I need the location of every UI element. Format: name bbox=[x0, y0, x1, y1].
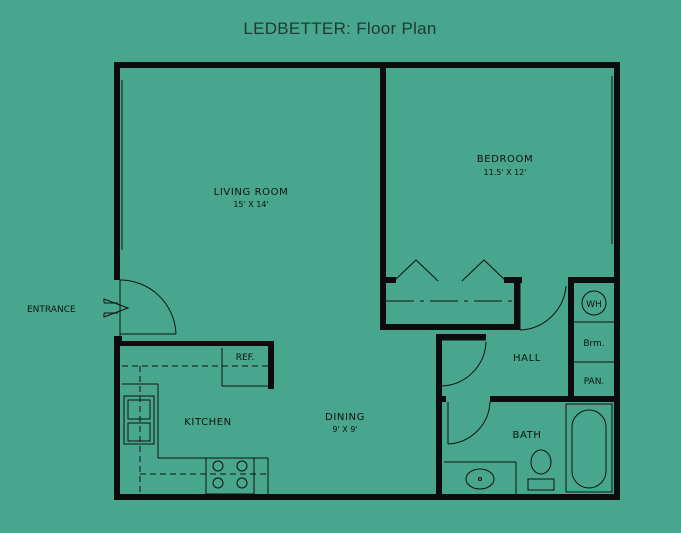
brm-label: Brm. bbox=[583, 339, 604, 349]
sink-icon bbox=[465, 468, 495, 490]
outer-walls bbox=[114, 62, 620, 500]
interior-walls bbox=[114, 62, 620, 500]
kitchen-sink-icon bbox=[123, 395, 155, 445]
wh-label: WH bbox=[586, 300, 602, 310]
toilet-icon bbox=[530, 449, 552, 475]
bedroom-label: BEDROOM bbox=[477, 154, 533, 165]
bath-fixtures bbox=[444, 403, 613, 494]
entrance-arrow-icon bbox=[103, 298, 130, 318]
closet-doors bbox=[386, 259, 514, 302]
pan-label: PAN. bbox=[584, 377, 605, 387]
dining-size: 9' X 9' bbox=[332, 425, 357, 434]
bedroom-door bbox=[519, 282, 567, 331]
entrance-label: ENTRANCE bbox=[27, 305, 76, 315]
water-heater-icon bbox=[581, 290, 607, 316]
entrance-door bbox=[119, 279, 177, 336]
bedroom-size: 11.5' X 12' bbox=[484, 168, 527, 177]
kitchen-label: KITCHEN bbox=[184, 417, 232, 428]
dining-label: DINING bbox=[325, 412, 365, 423]
hall-door bbox=[441, 339, 487, 387]
living-room-size: 15' X 14' bbox=[233, 200, 268, 209]
stove-icon bbox=[205, 457, 255, 495]
toilet-tank-icon bbox=[527, 478, 555, 491]
hall-label: HALL bbox=[513, 353, 541, 364]
bathtub-icon bbox=[565, 403, 613, 493]
bath-label: BATH bbox=[513, 430, 542, 441]
bath-door bbox=[447, 401, 491, 445]
living-room-label: LIVING ROOM bbox=[214, 187, 289, 198]
utility-column bbox=[574, 290, 614, 363]
plan-title: LEDBETTER: Floor Plan bbox=[243, 19, 436, 38]
ref-label: REF. bbox=[236, 353, 255, 363]
kitchen-fixtures bbox=[122, 348, 269, 495]
